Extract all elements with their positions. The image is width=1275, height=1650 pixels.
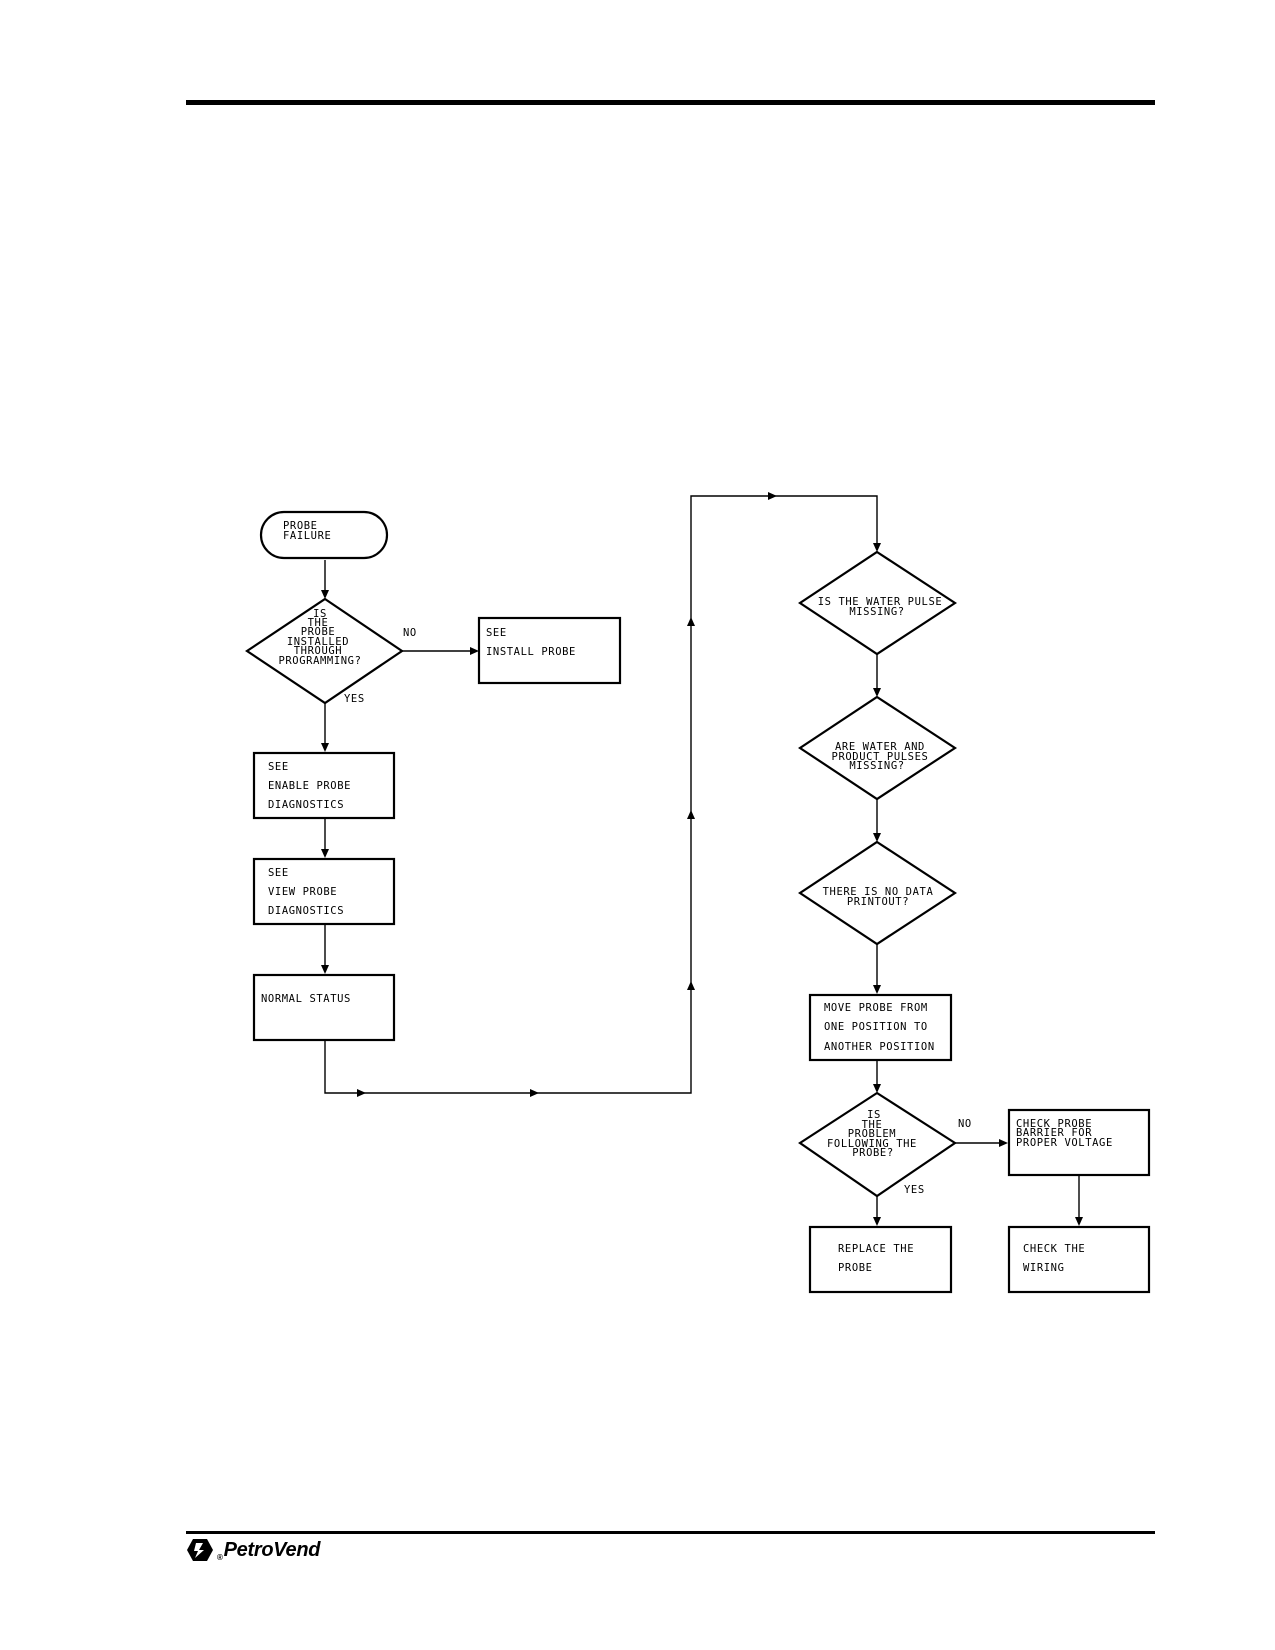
- decision-installed-line-6: PROGRAMMING?: [278, 655, 361, 667]
- box-enable-line-3: DIAGNOSTICS: [268, 799, 344, 811]
- arrowhead: [873, 688, 881, 697]
- box-check-wiring: CHECK THE WIRING: [1007, 1225, 1151, 1294]
- arrowhead: [687, 617, 695, 626]
- box-replace-line-2: PROBE: [838, 1262, 873, 1274]
- box-barrier-line-1: CHECK PROBE: [1016, 1118, 1092, 1130]
- box-install-probe: SEE INSTALL PROBE: [477, 616, 622, 685]
- arrowhead: [873, 833, 881, 842]
- arrowhead: [1075, 1217, 1083, 1226]
- arrowhead: [999, 1139, 1008, 1147]
- box-wiring-line-2: WIRING: [1023, 1262, 1065, 1274]
- arrowhead: [470, 647, 479, 655]
- decision-both-line-2: PRODUCT PULSES: [832, 751, 929, 763]
- logo-brand-mark: ®: [217, 1552, 223, 1562]
- start-terminator: PROBE FAILURE: [259, 510, 389, 560]
- box-normal-status: NORMAL STATUS: [252, 973, 396, 1042]
- connector-normal-to-water: [324, 495, 878, 1094]
- decision-installed: IS THE PROBE INSTALLED THROUGH PROGRAMMI…: [245, 597, 417, 705]
- box-check-barrier: CHECK PROBE BARRIER FOR PROPER VOLTAGE: [1007, 1108, 1151, 1177]
- decision-both-line-3: MISSING?: [849, 760, 904, 772]
- arrowhead: [321, 965, 329, 974]
- decision-water-line-1: IS THE WATER PULSE: [818, 596, 943, 608]
- arrowhead: [873, 1217, 881, 1226]
- decision-installed-yes-label: YES: [344, 693, 365, 705]
- box-wiring-line-1: CHECK THE: [1023, 1243, 1085, 1255]
- arrowhead: [873, 985, 881, 994]
- decision-installed-line-4: INSTALLED: [287, 636, 349, 648]
- decision-water-line-2: MISSING?: [849, 606, 904, 618]
- decision-following-line-1: IS: [867, 1109, 881, 1121]
- petrovend-logo: ®PetroVend: [186, 1536, 320, 1564]
- decision-following-probe: IS THE PROBLEM FOLLOWING THE PROBE? NO Y…: [798, 1091, 972, 1198]
- decision-water-product: ARE WATER AND PRODUCT PULSES MISSING?: [798, 695, 958, 801]
- box-view-line-3: DIAGNOSTICS: [268, 905, 344, 917]
- box-view-line-1: SEE: [268, 867, 289, 879]
- decision-following-line-3: PROBLEM: [848, 1128, 896, 1140]
- header-rule: [186, 100, 1155, 105]
- decision-following-line-4: FOLLOWING THE: [827, 1138, 917, 1150]
- petrovend-emblem-icon: [187, 1539, 213, 1561]
- box-view-diagnostics: SEE VIEW PROBE DIAGNOSTICS: [252, 857, 396, 926]
- decision-following-yes-label: YES: [904, 1184, 925, 1196]
- box-move-line-3: ANOTHER POSITION: [824, 1041, 935, 1053]
- start-label-1: PROBE: [283, 520, 318, 532]
- box-move-line-2: ONE POSITION TO: [824, 1021, 928, 1033]
- arrowhead: [768, 492, 777, 500]
- arrowhead: [321, 590, 329, 599]
- decision-following-line-2: THE: [862, 1119, 883, 1131]
- arrowhead: [687, 810, 695, 819]
- decision-installed-no-label: NO: [403, 627, 417, 639]
- box-replace-probe: REPLACE THE PROBE: [808, 1225, 953, 1294]
- box-barrier-line-2: BARRIER FOR: [1016, 1127, 1092, 1139]
- decision-nodata-line-2: PRINTOUT?: [847, 896, 909, 908]
- connectors: [321, 492, 1083, 1226]
- decision-water-pulse: IS THE WATER PULSE MISSING?: [798, 550, 958, 656]
- decision-no-data: THERE IS NO DATA PRINTOUT?: [798, 840, 958, 946]
- box-move-line-1: MOVE PROBE FROM: [824, 1002, 928, 1014]
- box-move-probe: MOVE PROBE FROM ONE POSITION TO ANOTHER …: [808, 993, 953, 1062]
- box-barrier-line-3: PROPER VOLTAGE: [1016, 1137, 1113, 1149]
- decision-both-line-1: ARE WATER AND: [835, 741, 925, 753]
- decision-following-no-label: NO: [958, 1118, 972, 1130]
- arrowhead: [873, 543, 881, 552]
- arrowhead: [321, 743, 329, 752]
- arrowhead: [873, 1084, 881, 1093]
- decision-installed-line-5: THROUGH: [294, 645, 342, 657]
- logo-text: ®PetroVend: [217, 1539, 320, 1562]
- decision-nodata-line-1: THERE IS NO DATA: [823, 886, 934, 898]
- decision-installed-line-3: PROBE: [301, 626, 336, 638]
- logo-brand-name: PetroVend: [223, 1538, 321, 1561]
- arrowhead: [687, 981, 695, 990]
- decision-installed-line-1: IS: [313, 608, 327, 620]
- box-replace-line-1: REPLACE THE: [838, 1243, 914, 1255]
- arrowhead: [357, 1089, 366, 1097]
- box-enable-line-1: SEE: [268, 761, 289, 773]
- box-enable-line-2: ENABLE PROBE: [268, 780, 351, 792]
- decision-following-line-5: PROBE?: [852, 1147, 894, 1159]
- start-label-2: FAILURE: [283, 530, 331, 542]
- decision-installed-line-2: THE: [308, 617, 329, 629]
- box-normal-line-1: NORMAL STATUS: [261, 993, 351, 1005]
- box-view-line-2: VIEW PROBE: [268, 886, 337, 898]
- box-enable-diagnostics: SEE ENABLE PROBE DIAGNOSTICS: [252, 751, 396, 820]
- footer-rule: [186, 1531, 1155, 1534]
- arrowhead: [530, 1089, 539, 1097]
- box-install-line-2: INSTALL PROBE: [486, 646, 576, 658]
- box-install-line-1: SEE: [486, 627, 507, 639]
- arrowhead: [321, 849, 329, 858]
